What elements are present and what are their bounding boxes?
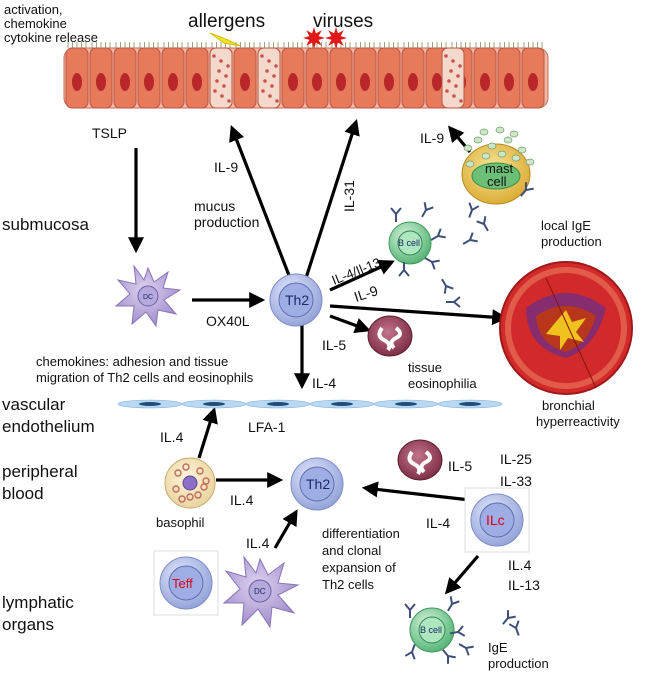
cell-nucleus (168, 73, 178, 91)
layer-vascular-2: endothelium (2, 417, 95, 436)
tissue-eos-label-1: tissue (408, 360, 442, 375)
basophil-cell (164, 457, 216, 509)
bronchus-icon (499, 261, 633, 395)
ox40l-label: OX40L (206, 313, 250, 329)
cell-nucleus (240, 73, 250, 91)
epithelium-layer (63, 42, 549, 109)
il4-lower-label: IL.4 (508, 557, 532, 573)
il4-ilc-label: IL-4 (426, 515, 450, 531)
il4-baso-right-label: IL.4 (230, 492, 254, 508)
mucus-label-1: mucus (194, 198, 235, 214)
local-ige-label-2: production (541, 234, 602, 249)
local-ige-label-1: local IgE (541, 218, 591, 233)
cell-nucleus (408, 73, 418, 91)
th2-cell-central: Th2 (269, 273, 323, 327)
il5-label: IL-5 (322, 337, 346, 353)
b-cell-label: B cell (398, 238, 420, 248)
cell-nucleus (312, 73, 322, 91)
mast-label-1: mast (485, 161, 514, 176)
eosinophil-blood (397, 439, 443, 481)
chemokines-label-1: chemokines: adhesion and tissue (36, 354, 228, 369)
epithelium-label-2: chemokine (4, 16, 67, 31)
cell-nucleus (336, 73, 346, 91)
cell-nucleus (384, 73, 394, 91)
epithelium-label-1: activation, (4, 2, 63, 17)
b-cell-lower: B cell (409, 607, 455, 653)
bronchial-label-1: bronchial (542, 398, 595, 413)
il5-ilc-label: IL-5 (448, 458, 472, 474)
cell-nucleus (120, 73, 130, 91)
layer-peripheral-2: blood (2, 484, 44, 503)
layer-vascular-1: vascular (2, 395, 66, 414)
il4-vasc-label: IL-4 (312, 375, 336, 391)
diff-label-1: differentiation (322, 526, 400, 541)
teff-cell: Teff (153, 550, 219, 616)
il25-label: IL-25 (500, 451, 532, 467)
cell-nucleus (360, 73, 370, 91)
cell-nucleus (96, 73, 106, 91)
allergens-label: allergens (188, 11, 265, 32)
dendritic-cell-lower: DC (222, 555, 300, 629)
antibody-icons (390, 126, 535, 664)
cell-nucleus (480, 73, 490, 91)
il4-baso-up-label: IL.4 (160, 429, 184, 445)
basophil-label: basophil (156, 515, 205, 530)
th2-cell-lower: Th2 (290, 457, 344, 511)
il4-dc-label: IL.4 (246, 535, 270, 551)
bronchial-label-2: hyperreactivity (536, 414, 620, 429)
layer-lymphatic-2: organs (2, 615, 54, 634)
activated-epithelial-cell (209, 47, 233, 109)
il9-left-label: IL-9 (214, 159, 238, 175)
ige-prod-label-2: production (488, 656, 549, 671)
cell-nucleus (528, 73, 538, 91)
tslp-label: TSLP (92, 125, 127, 141)
eosinophil-tissue (367, 315, 413, 357)
chemokines-label-2: migration of Th2 cells and eosinophils (36, 370, 254, 385)
cell-nucleus (504, 73, 514, 91)
activated-epithelial-cell (441, 47, 465, 109)
virus-icon (303, 27, 347, 49)
b-cell-lower-label: B cell (420, 625, 442, 635)
ilc-label: ILc (486, 512, 505, 528)
lfa1-label: LFA-1 (248, 419, 286, 435)
il31-label: IL-31 (341, 180, 357, 212)
cell-nucleus (432, 73, 442, 91)
cell-nucleus (144, 73, 154, 91)
mast-label-2: cell (487, 174, 507, 189)
cell-nucleus (192, 73, 202, 91)
diff-label-4: Th2 cells (322, 577, 375, 592)
diff-label-3: expansion of (322, 560, 396, 575)
layer-peripheral-1: peripheral (2, 462, 78, 481)
diff-label-2: and clonal (322, 543, 381, 558)
cell-nucleus (288, 73, 298, 91)
b-cell-upper: B cell (388, 221, 432, 265)
il13-lower-label: IL-13 (508, 577, 540, 593)
il9-mid-label: IL-9 (352, 282, 380, 305)
arrows (128, 118, 509, 595)
layer-submucosa: submucosa (2, 215, 89, 234)
epithelium-label-3: cytokine release (4, 30, 98, 45)
il33-label: IL-33 (500, 473, 532, 489)
ige-prod-label-1: IgE (488, 640, 508, 655)
dc-label: DC (143, 294, 153, 301)
ilc-cell: ILc (464, 487, 530, 553)
activated-epithelial-cell (257, 47, 281, 109)
dc-lower-label: DC (254, 587, 266, 596)
th2-label: Th2 (285, 292, 309, 308)
il9-right-label: IL-9 (420, 130, 444, 146)
teff-label: Teff (172, 576, 193, 591)
cell-nucleus (72, 73, 82, 91)
viruses-label: viruses (313, 11, 373, 32)
th2-lower-label: Th2 (306, 476, 330, 492)
tissue-eos-label-2: eosinophilia (408, 376, 477, 391)
dendritic-cell: DC (114, 264, 182, 328)
layer-lymphatic-1: lymphatic (2, 593, 74, 612)
mucus-label-2: production (194, 214, 259, 230)
allergen-icon (209, 32, 241, 47)
vascular-endothelium (117, 399, 503, 409)
